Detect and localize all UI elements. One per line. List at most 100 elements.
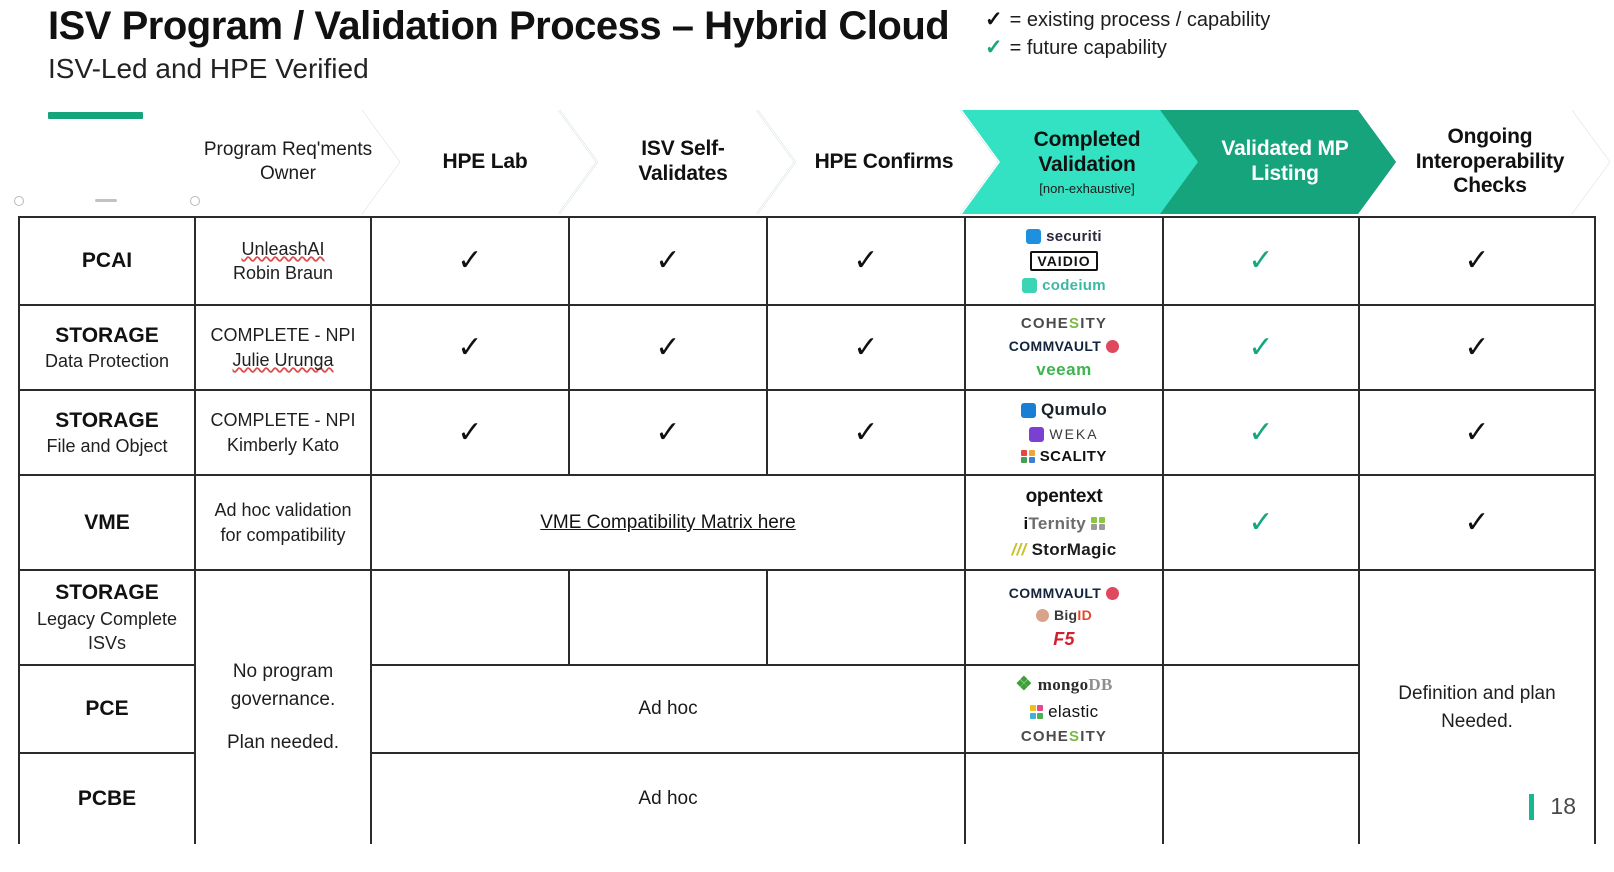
table-cell-validated-mp-empty	[1164, 571, 1360, 666]
check-icon: ✓	[853, 330, 879, 364]
table-cell-validated-mp: ✓	[1164, 218, 1360, 306]
stage-chevron-ongoing-interoperability-checks[interactable]: Ongoing Interoperability Checks	[1358, 110, 1610, 214]
table-cell-hpe-lab-empty	[372, 571, 570, 666]
category-name: STORAGE	[55, 408, 159, 432]
stage-label-line1: Completed	[1033, 128, 1141, 152]
logo-stack: securiti VAIDIO codeium	[1022, 228, 1106, 294]
table-cell-category: PCE	[20, 666, 196, 754]
table-cell-owner: COMPLETE - NPI Kimberly Kato	[196, 391, 372, 476]
logo-stack: COMMVAULT BigID F5	[1009, 585, 1120, 650]
logo-stack: opentext iTernity /// StorMagic	[1012, 486, 1117, 560]
category-subtitle: File and Object	[46, 435, 168, 456]
check-icon: ✓	[1248, 244, 1274, 277]
stage-chevron-validated-mp-listing[interactable]: Validated MP Listing	[1160, 110, 1398, 214]
owner-header-line1: Program Req'ments	[203, 139, 373, 161]
owner-line2: for compatibility	[220, 524, 346, 545]
logo-commvault: COMMVAULT	[1009, 585, 1120, 601]
logo-label: veeam	[1036, 360, 1092, 379]
check-icon: ✓	[457, 415, 483, 449]
table-cell-ongoing-checks: ✓	[1360, 218, 1594, 306]
table-cell-owner: UnleashAI Robin Braun	[196, 218, 372, 306]
owner-column-header: Program Req'ments Owner	[200, 110, 376, 214]
table-cell-ongoing-checks: ✓	[1360, 476, 1594, 571]
logo-label: securiti	[1046, 228, 1102, 245]
stage-chevron-band: HPE Lab ISV Self- Validates HPE Confirms…	[0, 110, 1614, 214]
logo-elastic: elastic	[1029, 702, 1099, 722]
table-cell-ongoing-checks: ✓	[1360, 391, 1594, 476]
mongodb-leaf-icon: ❖	[1015, 674, 1033, 695]
stage-label-line2: Validates	[638, 162, 728, 185]
logo-stack: COHESITY COMMVAULT veeam	[1009, 315, 1120, 380]
selection-handle[interactable]	[14, 196, 24, 206]
stage-label-line2: Listing	[1251, 162, 1319, 185]
logo-label: Qumulo	[1040, 400, 1107, 419]
stage-label-line2: Validation	[1038, 153, 1136, 176]
logo-commvault: COMMVAULT	[1009, 338, 1120, 354]
table-cell-hpe-confirms: ✓	[768, 391, 966, 476]
category-subtitle: Data Protection	[44, 350, 170, 371]
check-icon: ✓	[1464, 330, 1490, 364]
table-cell-isv-self-validates: ✓	[570, 391, 768, 476]
logo-label: SCALITY	[1039, 448, 1107, 465]
selection-handle[interactable]	[190, 196, 200, 206]
owner-line1: COMPLETE - NPI	[210, 325, 356, 346]
logo-label: COMMVAULT	[1008, 585, 1102, 601]
stage-chevron-hpe-lab[interactable]: HPE Lab	[362, 110, 596, 214]
stage-chevron-isv-self-validates[interactable]: ISV Self- Validates	[560, 110, 794, 214]
logo-label: StorMagic	[1031, 539, 1117, 559]
page-accent-bar	[1529, 793, 1535, 820]
stage-label-line1: ISV Self-	[641, 137, 725, 161]
check-icon: ✓	[457, 244, 483, 277]
logo-opentext: opentext	[1026, 486, 1103, 508]
logo-qumulo: Qumulo	[1020, 400, 1107, 420]
table-cell-isv-self-validates: ✓	[570, 306, 768, 391]
check-icon: ✓	[655, 330, 681, 364]
table-cell-completed-validation: opentext iTernity /// StorMagic	[966, 476, 1164, 571]
table-cell-hpe-confirms: ✓	[768, 306, 966, 391]
table-cell-completed-validation: ❖ mongoDB elastic COHESITY	[966, 666, 1164, 754]
bigid-mark-icon	[1035, 608, 1049, 622]
logo-cohesity: COHESITY	[1021, 728, 1107, 745]
logo-veeam: veeam	[1036, 360, 1091, 380]
selection-handle[interactable]	[95, 199, 117, 202]
stormagic-mark-icon: ///	[1011, 539, 1027, 559]
logo-label: iTernity	[1023, 513, 1087, 533]
logo-label: COHESITY	[1020, 728, 1108, 745]
check-icon: ✓	[853, 244, 879, 277]
logo-bigid: BigID	[1035, 607, 1092, 623]
category-subtitle-line1: Legacy Complete	[36, 608, 178, 629]
stage-label-line2: Interoperability	[1415, 149, 1565, 173]
elastic-mark-icon	[1029, 705, 1044, 719]
check-icon: ✓	[1464, 415, 1490, 449]
vme-compatibility-matrix-link[interactable]: VME Compatibility Matrix here	[540, 511, 796, 533]
table-cell-completed-validation: COMMVAULT BigID F5	[966, 571, 1164, 666]
securiti-mark-icon	[1026, 229, 1042, 244]
owner-line2: Julie Urunga	[232, 349, 334, 370]
owner-line1: COMPLETE - NPI	[210, 410, 356, 431]
table-cell-completed-validation: securiti VAIDIO codeium	[966, 218, 1164, 306]
stage-label: HPE Confirms	[814, 149, 954, 173]
stage-chevron-hpe-confirms[interactable]: HPE Confirms	[758, 110, 998, 214]
table-cell-validated-mp-empty	[1164, 754, 1360, 844]
table-cell-vme-compatibility-merged: VME Compatibility Matrix here	[372, 476, 966, 571]
stage-label: HPE Lab	[442, 149, 528, 173]
adhoc-label: Ad hoc	[638, 698, 698, 719]
table-cell-isv-self-validates-empty	[570, 571, 768, 666]
check-icon: ✓	[1464, 244, 1490, 277]
stage-chevron-completed-validation[interactable]: Completed Validation [non-exhaustive]	[962, 110, 1200, 214]
weka-mark-icon	[1029, 426, 1045, 442]
page-number: 18	[1550, 793, 1576, 819]
logo-f5: F5	[1053, 629, 1075, 650]
table-cell-hpe-confirms-empty	[768, 571, 966, 666]
table-cell-category: STORAGE Legacy Complete ISVs	[20, 571, 196, 666]
logo-weka: WEKA	[1029, 426, 1098, 442]
legend-item-future: ✓ = future capability	[985, 34, 1270, 62]
table-cell-ongoing-checks: ✓	[1360, 306, 1594, 391]
logo-mongodb: ❖ mongoDB	[1015, 673, 1112, 696]
category-name: PCAI	[81, 249, 133, 273]
check-icon: ✓	[655, 415, 681, 449]
page-title: ISV Program / Validation Process – Hybri…	[48, 4, 950, 48]
commvault-mark-icon	[1106, 586, 1120, 600]
check-icon: ✓	[985, 8, 1003, 31]
table-cell-completed-validation: COHESITY COMMVAULT veeam	[966, 306, 1164, 391]
